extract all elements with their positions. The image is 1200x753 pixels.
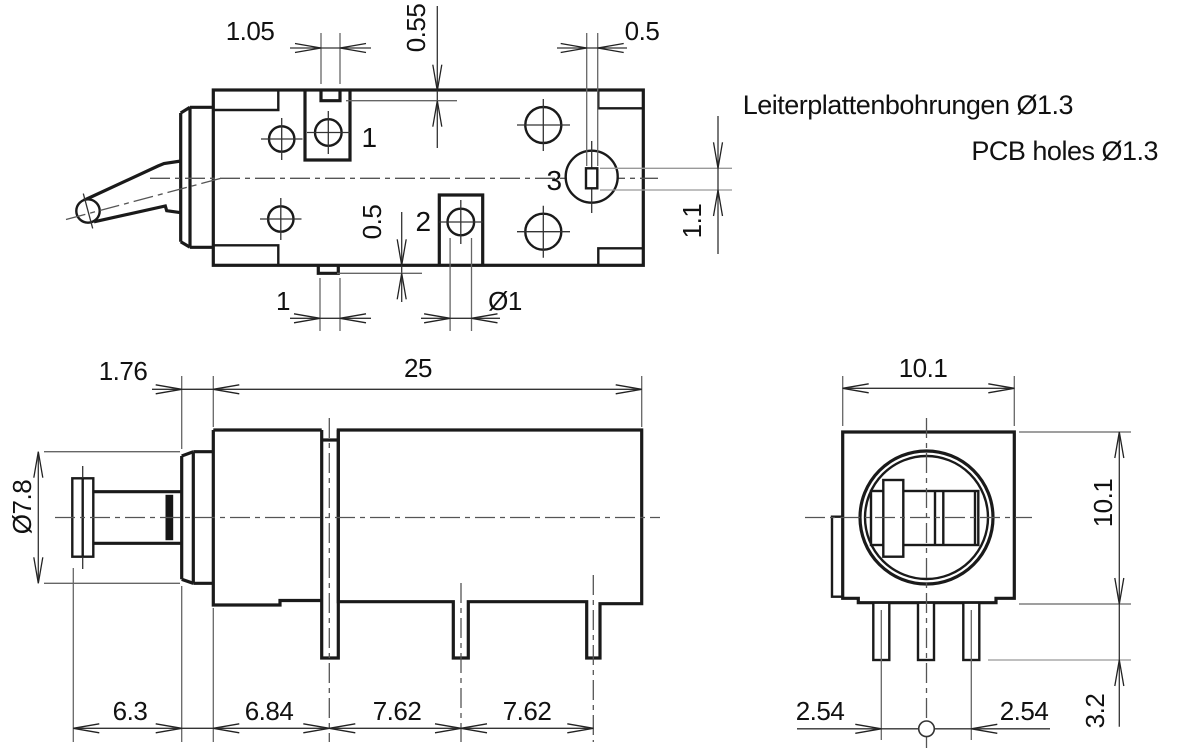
bottom-tab <box>316 265 340 275</box>
corner-ledge-tl <box>213 90 280 112</box>
notes: Leiterplattenbohrungen Ø1.3 PCB holes Ø1… <box>743 90 1159 166</box>
dim-pin-pitch-right: 2.54 <box>1000 696 1049 726</box>
dim-body-height: 10.1 <box>1088 479 1118 528</box>
end-view-body <box>841 430 1016 605</box>
end-view-dimensions: 10.1 10.1 3.2 2.54 2.54 <box>796 353 1131 740</box>
dim-actuator-length: 6.3 <box>113 696 148 726</box>
dim-hole-diameter: Ø1 <box>488 286 522 316</box>
dim-pin-pitch-left: 2.54 <box>796 696 845 726</box>
note-de: Leiterplattenbohrungen Ø1.3 <box>743 90 1073 120</box>
dim-terminal3-width: 1.1 <box>677 204 707 239</box>
dim-body-width: 10.1 <box>899 353 948 383</box>
dim-tab-width-bottom: 1 <box>276 286 290 316</box>
lever-ball-tick <box>82 193 94 229</box>
note-en: PCB holes Ø1.3 <box>971 136 1158 166</box>
actuator-shaft <box>93 490 182 545</box>
top-view-holes <box>260 99 619 258</box>
terminal1-pin-side <box>320 430 340 660</box>
dim-body-length: 25 <box>404 353 432 383</box>
corner-ledge-tr <box>597 90 644 110</box>
bushing-side <box>180 450 214 585</box>
dim-pin1-offset: 6.84 <box>245 696 294 726</box>
dim-terminal3-thickness: 0.5 <box>625 16 660 46</box>
dim-actuator-diameter: Ø7.8 <box>7 480 37 534</box>
terminal3-pin <box>584 167 599 190</box>
actuator-end-on <box>869 478 980 558</box>
toggle-lever-top <box>65 159 225 229</box>
corner-ledge-bl <box>213 244 280 266</box>
side-view: 1.76 25 Ø7.8 6.3 6.84 7.62 7.62 <box>7 353 660 742</box>
dim-slot-width-top: 1.05 <box>226 16 275 46</box>
end-view: 10.1 10.1 3.2 2.54 2.54 <box>796 353 1131 748</box>
bushing-top <box>179 105 214 249</box>
lever-axis-centerline <box>65 176 225 221</box>
dim-slot-depth-top: 0.55 <box>401 4 431 53</box>
terminal2-slot <box>437 193 485 266</box>
dim-pin-pitch-1: 7.62 <box>373 696 422 726</box>
top-view-dimensions: 1.05 0.55 0.5 1.1 1 <box>226 4 732 331</box>
pin-label-3: 3 <box>546 165 561 196</box>
side-view-dimensions: 1.76 25 Ø7.8 6.3 6.84 7.62 7.62 <box>7 353 643 742</box>
side-tab <box>830 515 844 598</box>
terminal1-notch <box>319 90 342 103</box>
dim-pin-pitch-2: 7.62 <box>503 696 552 726</box>
front-block <box>211 428 322 607</box>
terminal1-slot <box>303 90 352 162</box>
dim-pin-length: 3.2 <box>1080 694 1110 729</box>
pin-label-2: 2 <box>415 206 430 237</box>
datum-circle <box>917 720 936 738</box>
dim-bushing-length: 1.76 <box>99 356 148 386</box>
pin-label-1: 1 <box>361 122 376 153</box>
actuator-cap-end <box>882 478 905 558</box>
corner-ledge-br <box>597 247 644 266</box>
top-view-body <box>211 88 645 267</box>
top-view: 1.05 0.55 0.5 1.1 1 <box>65 4 732 331</box>
side-view-body <box>336 428 644 660</box>
dim-tab-depth-bottom: 0.5 <box>357 205 387 240</box>
